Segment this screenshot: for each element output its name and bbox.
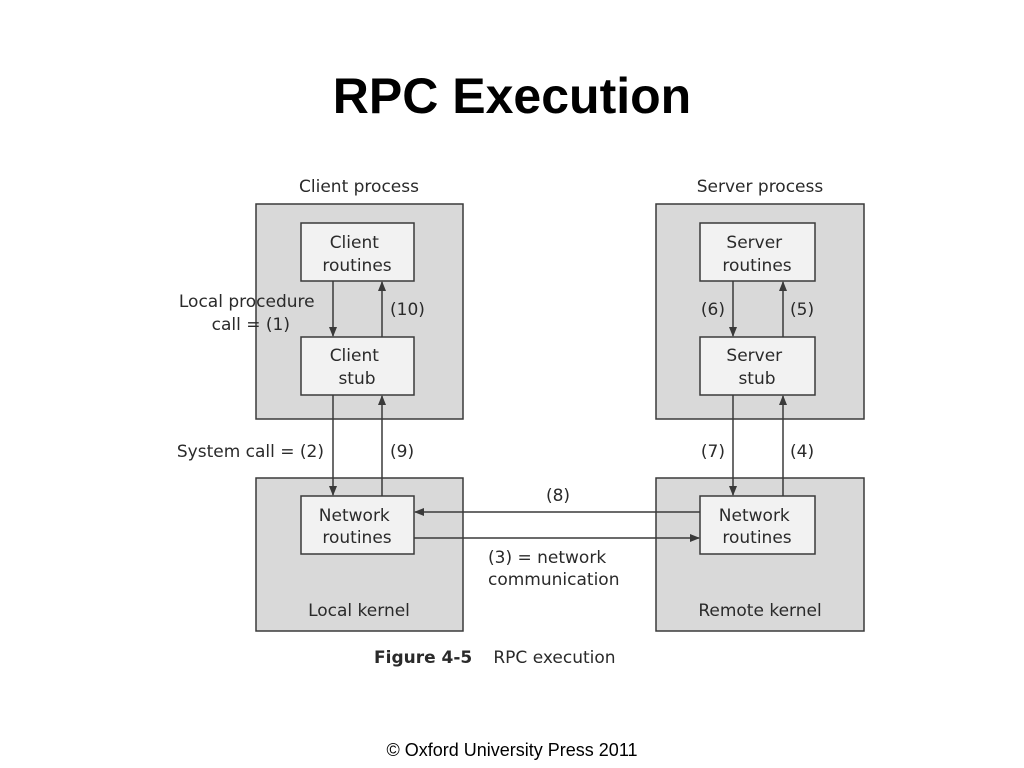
client-network-routines-label: Network routines (319, 506, 395, 548)
step-9-label: (9) (390, 442, 414, 462)
client-network-line-1: Network (319, 506, 390, 526)
client-stub-line-1: Client (330, 346, 380, 366)
network-communication-line-2: communication (488, 570, 619, 590)
step-8-label: (8) (546, 486, 570, 506)
figure-caption-text: RPC execution (493, 648, 615, 668)
server-process-label: Server process (697, 177, 824, 197)
server-routines-label: Server routines (722, 233, 791, 276)
figure-caption-number: Figure 4-5 (374, 648, 472, 668)
client-routines-line-2: routines (322, 256, 391, 276)
local-kernel-label: Local kernel (308, 601, 410, 621)
client-stub-line-2: stub (338, 369, 375, 389)
client-stub-label: Client stub (330, 346, 385, 389)
client-routines-box (300, 222, 415, 282)
step-4-label: (4) (790, 442, 814, 462)
remote-kernel-label: Remote kernel (698, 601, 821, 621)
network-communication-label: (3) = network communication (488, 548, 619, 590)
server-routines-line-1: Server (726, 233, 782, 253)
client-stub-box (300, 336, 415, 396)
step-10-label: (10) (390, 300, 425, 320)
slide-title: RPC Execution (332, 68, 692, 124)
server-stub-box (699, 336, 816, 396)
step-7-label: (7) (701, 442, 725, 462)
server-network-line-2: routines (722, 528, 791, 548)
step-6-label: (6) (701, 300, 725, 320)
server-network-line-1: Network (719, 506, 790, 526)
server-stub-label: Server stub (726, 346, 787, 389)
server-stub-line-2: stub (738, 369, 775, 389)
figure-caption: Figure 4-5 RPC execution (374, 648, 616, 668)
server-network-routines-box (699, 495, 816, 555)
client-routines-line-1: Client (330, 233, 380, 253)
client-network-routines-box (300, 495, 415, 555)
client-routines-label: Client routines (322, 233, 391, 276)
step-5-label: (5) (790, 300, 814, 320)
local-procedure-call-label: Local procedure call = (1) (179, 292, 320, 335)
local-procedure-call-line-1: Local procedure (179, 292, 315, 312)
client-process-label: Client process (299, 177, 419, 197)
network-communication-line-1: (3) = network (488, 548, 606, 568)
client-network-line-2: routines (322, 528, 391, 548)
system-call-label: System call = (2) (177, 442, 324, 462)
server-network-routines-label: Network routines (719, 506, 795, 548)
copyright-footer: © Oxford University Press 2011 (386, 740, 638, 760)
server-routines-box (699, 222, 816, 282)
server-routines-line-2: routines (722, 256, 791, 276)
server-stub-line-1: Server (726, 346, 782, 366)
local-procedure-call-line-2: call = (1) (212, 315, 290, 335)
